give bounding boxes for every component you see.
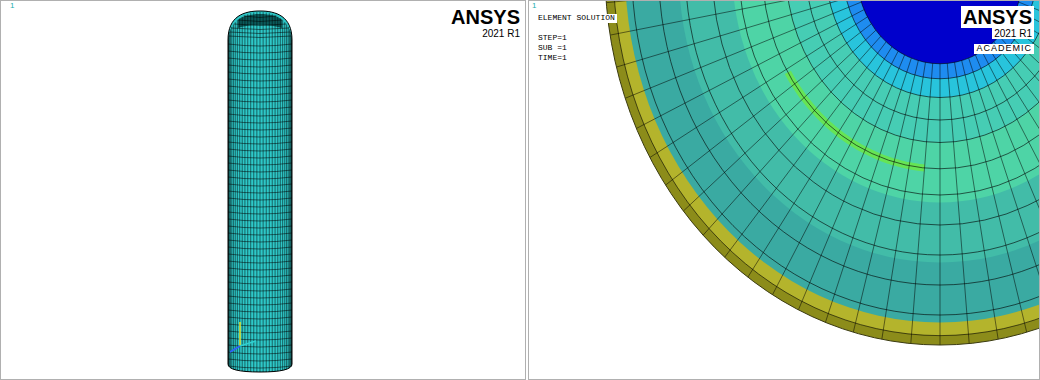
ansys-logo: ANSYS: [961, 6, 1034, 28]
substep-label: SUB =1: [536, 44, 569, 53]
axis-triad: [230, 322, 256, 352]
version-label: 2021 R1: [482, 28, 520, 39]
version-label: 2021 R1: [992, 28, 1034, 39]
left-viewport: [1, 1, 526, 380]
window-number: 1: [532, 2, 536, 11]
result-label: ELEMENT SOLUTION: [536, 14, 617, 23]
academic-label: ACADEMIC: [974, 44, 1034, 54]
stress-contour: [605, 1, 1039, 345]
window-number: 1: [10, 2, 14, 11]
tank-mesh: [226, 8, 294, 374]
ansys-logo: ANSYS: [451, 6, 520, 28]
step-label: STEP=1: [536, 34, 569, 43]
time-label: TIME=1: [536, 54, 569, 63]
